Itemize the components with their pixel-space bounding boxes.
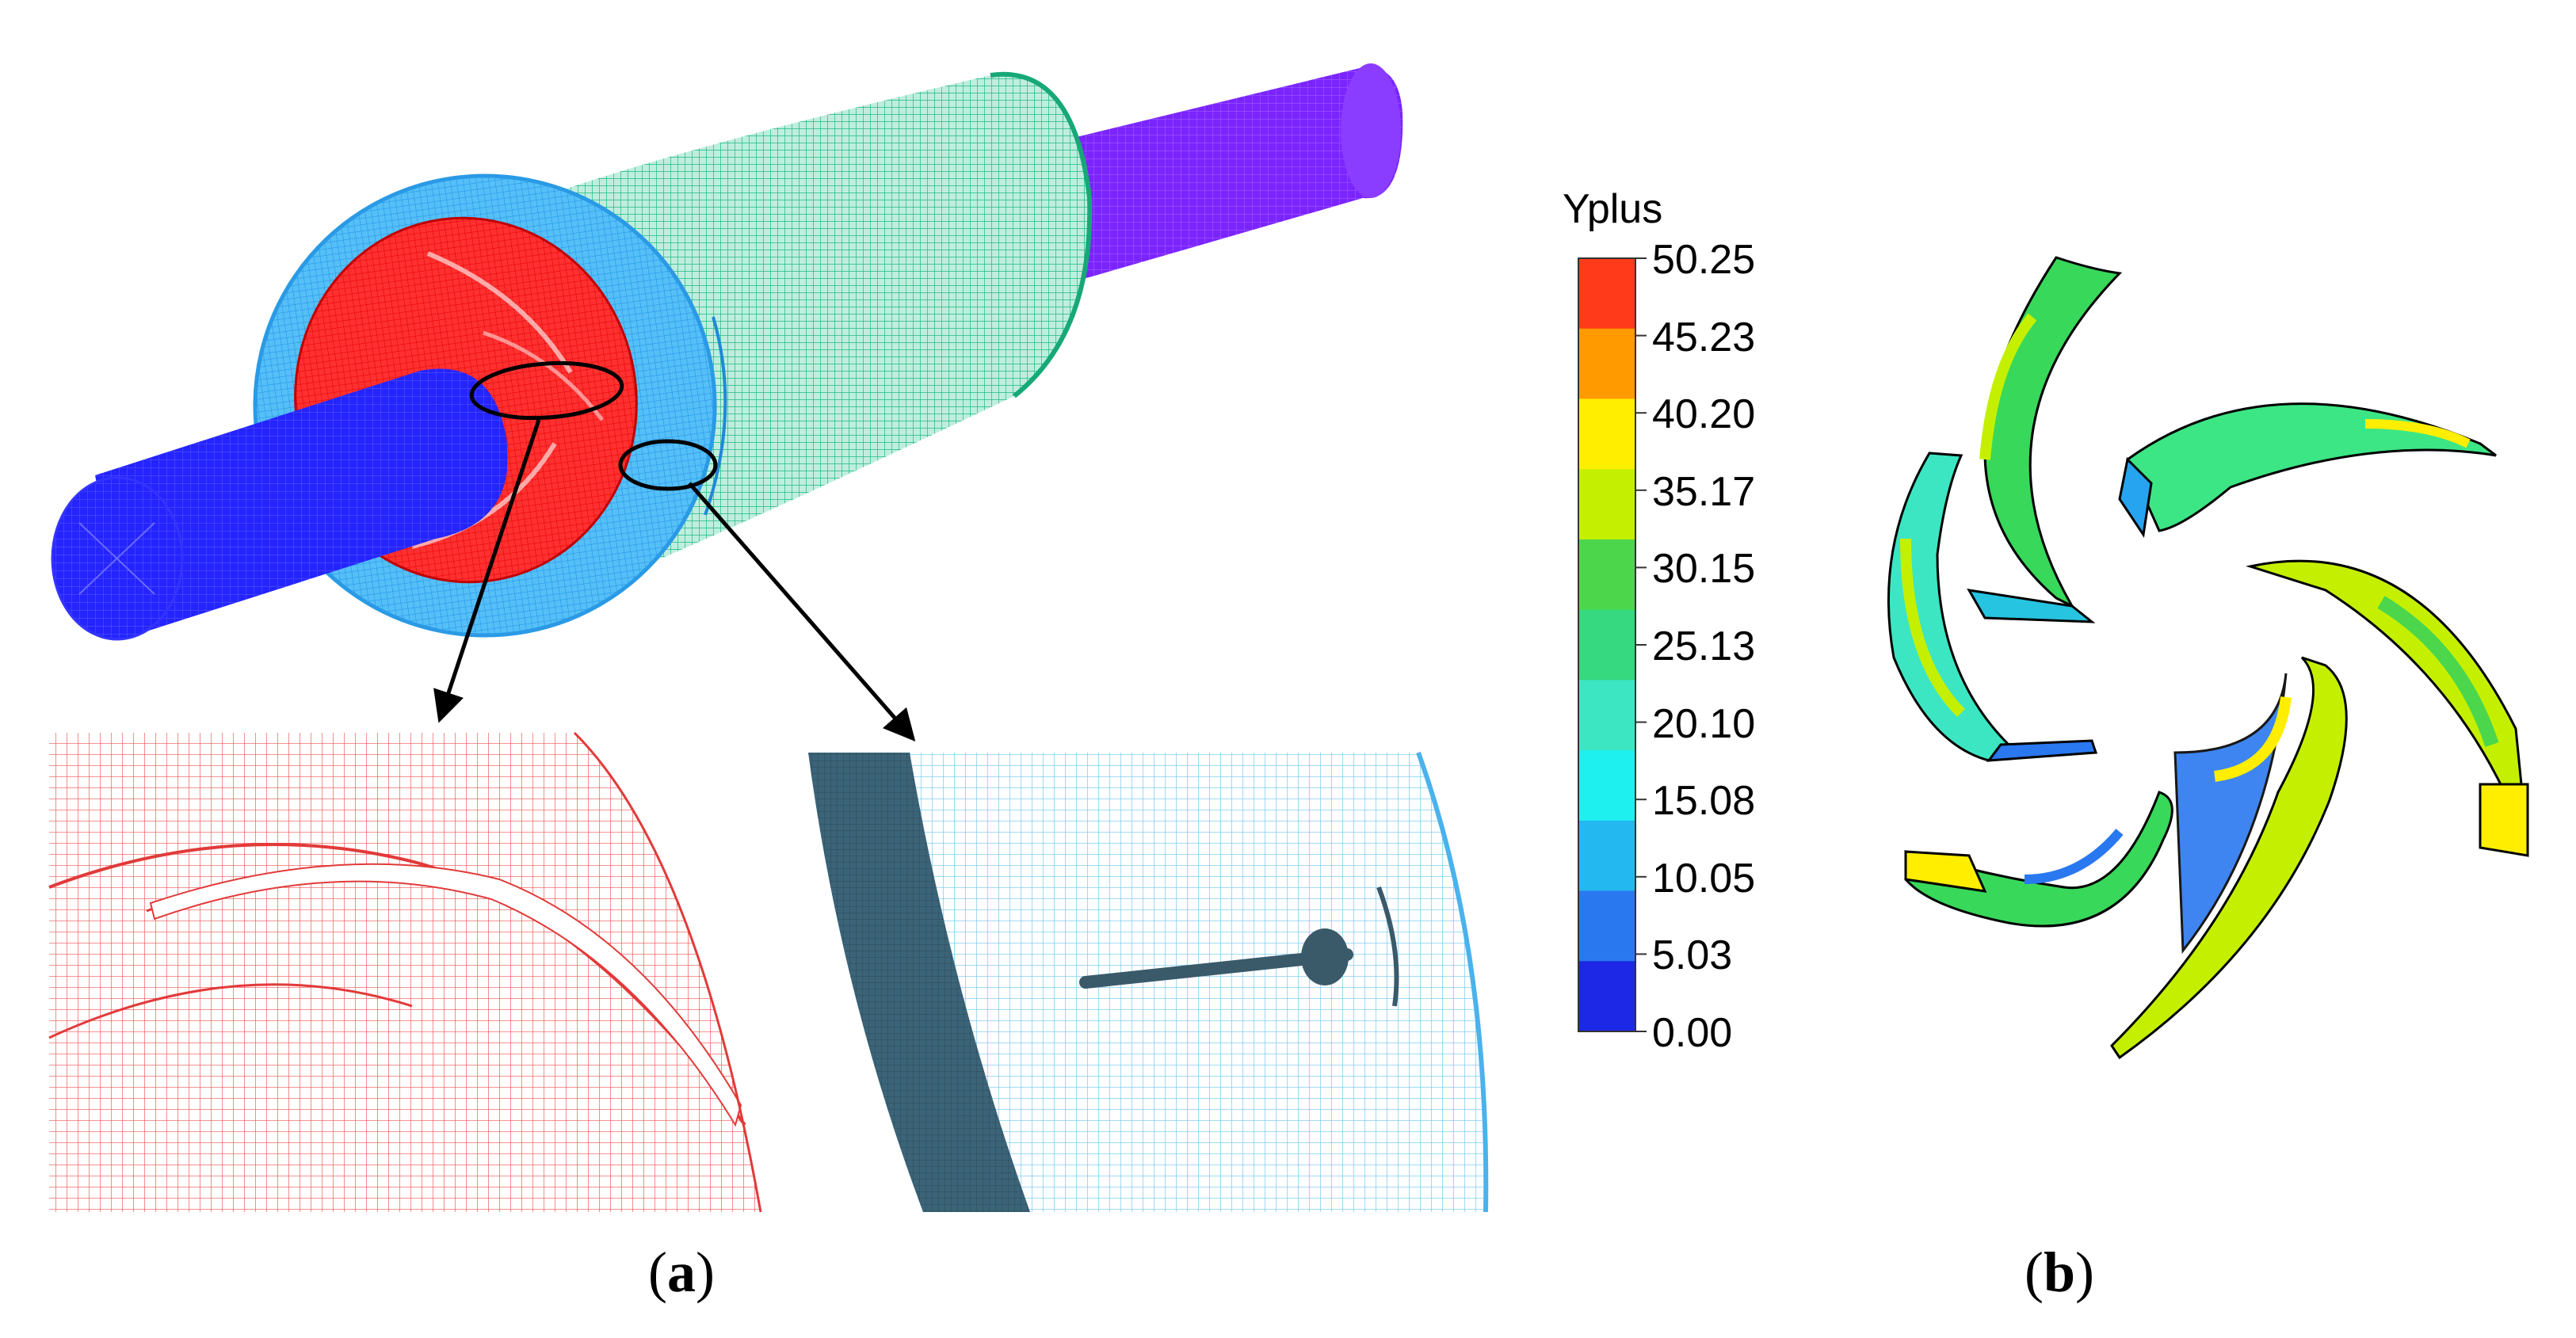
arrow-to-ring-zoom <box>688 482 916 742</box>
caption-b: (b) <box>2025 1241 2094 1304</box>
legend-tick-label: 10.05 <box>1652 855 1756 902</box>
callout-ellipse-impeller <box>469 360 624 421</box>
blade-5 <box>1904 791 2173 928</box>
legend-tick-label: 25.13 <box>1652 623 1756 669</box>
legend-swatch <box>1578 750 1635 821</box>
caption-b-letter: b <box>2044 1241 2075 1304</box>
blade-2 <box>2118 402 2497 539</box>
caption-a-letter: a <box>667 1241 696 1304</box>
legend-tick-label: 0.00 <box>1652 1010 1733 1056</box>
legend-swatch <box>1578 398 1635 470</box>
legend-swatch <box>1578 328 1635 399</box>
caption-a: (a) <box>648 1241 715 1304</box>
legend-swatch <box>1578 890 1635 962</box>
ring-zoom-view <box>808 751 1489 1213</box>
legend-tick-label: 5.03 <box>1652 932 1733 979</box>
legend-tick-label: 30.15 <box>1652 546 1756 593</box>
legend-swatch <box>1578 680 1635 751</box>
legend-swatch <box>1578 609 1635 680</box>
legend-tick-label: 45.23 <box>1652 314 1756 360</box>
legend-tick-label: 20.10 <box>1652 700 1756 747</box>
blade-1 <box>1967 256 2123 623</box>
legend-swatch <box>1578 539 1635 611</box>
pump-3d-mesh <box>51 63 1403 641</box>
legend-swatch <box>1578 961 1635 1032</box>
arrow-to-impeller-zoom <box>433 419 541 723</box>
impeller-blades-yplus-contour <box>1887 256 2529 1060</box>
blade-6 <box>1887 452 2098 762</box>
legend-swatch <box>1578 258 1635 330</box>
legend-tick-label: 50.25 <box>1652 237 1756 283</box>
impeller-zoom-view <box>48 731 762 1213</box>
legend-swatch <box>1578 469 1635 540</box>
legend-title: Yplus <box>1563 186 1663 232</box>
legend-tick-label: 40.20 <box>1652 391 1756 438</box>
blade-3 <box>2246 559 2529 857</box>
rear-shaft <box>1054 63 1403 285</box>
front-shaft <box>51 368 508 641</box>
blade-4 <box>2110 656 2348 1060</box>
legend-tick-label: 15.08 <box>1652 778 1756 825</box>
callout-ellipse-ring <box>618 439 718 491</box>
legend-tick-label: 35.17 <box>1652 468 1756 515</box>
legend-swatch <box>1578 820 1635 892</box>
yplus-color-legend <box>1578 257 1647 1032</box>
